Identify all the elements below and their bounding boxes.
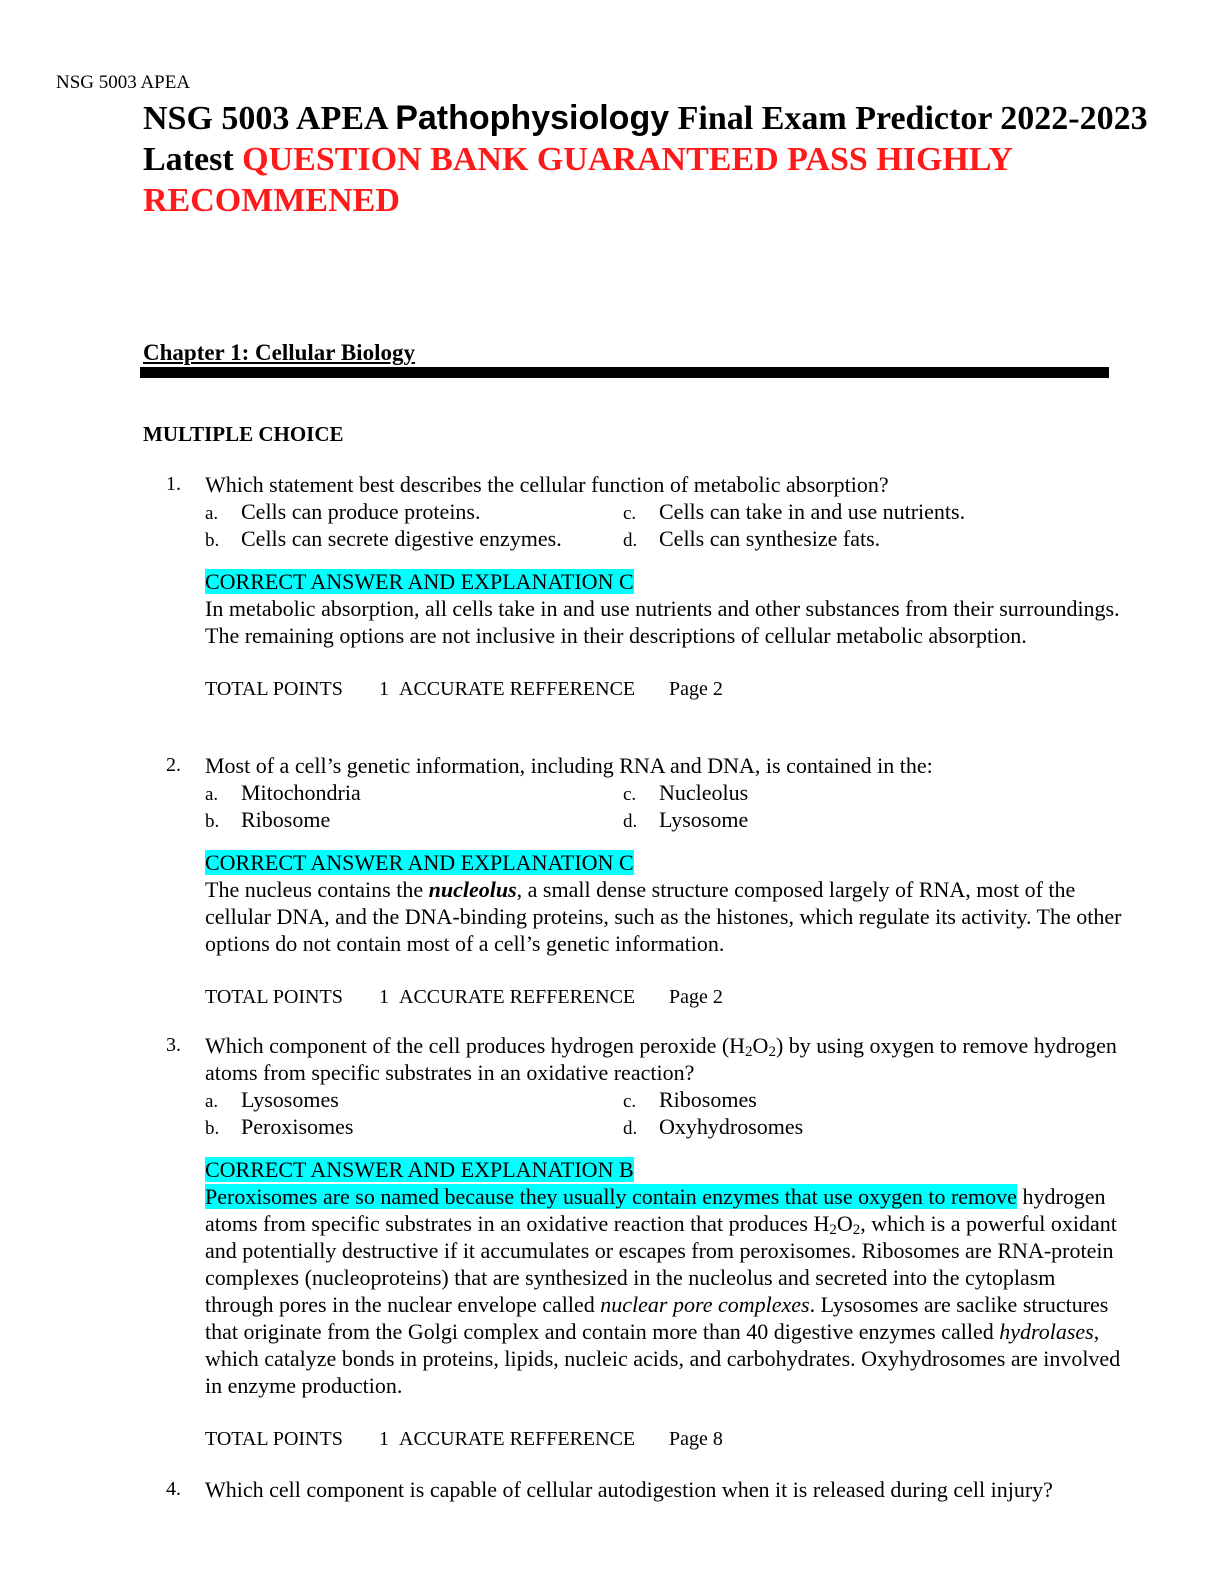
option-b: b.Cells can secrete digestive enzymes. <box>205 526 562 551</box>
title-part-4: QUESTION BANK GUARANTEED PASS HIGHLY REC… <box>143 141 1012 219</box>
running-header: NSG 5003 APEA <box>56 72 191 93</box>
question-2: 2. Most of a cell’s genetic information,… <box>166 752 1126 1011</box>
question-3: 3. Which component of the cell produces … <box>166 1032 1126 1453</box>
question-1: 1. Which statement best describes the ce… <box>166 471 1126 703</box>
question-number: 3. <box>166 1034 181 1056</box>
title-part-2: Pathophysiology <box>395 99 670 137</box>
question-stem: Which component of the cell produces hyd… <box>205 1033 1117 1085</box>
option-d: d.Oxyhydrosomes <box>623 1114 804 1139</box>
correct-answer-label: CORRECT ANSWER AND EXPLANATION C <box>205 850 634 875</box>
option-a: a.Mitochondria <box>205 780 361 805</box>
option-a: a.Cells can produce proteins. <box>205 499 481 524</box>
explanation: Peroxisomes are so named because they us… <box>205 1184 1121 1398</box>
question-4: 4. Which cell component is capable of ce… <box>166 1476 1126 1503</box>
chapter-rule <box>140 367 1109 378</box>
option-d: d.Lysosome <box>623 807 749 832</box>
options: a.Cells can produce proteins. b.Cells ca… <box>205 498 1126 552</box>
options: a.Lysosomes b.Peroxisomes c.Ribosomes d.… <box>205 1086 1126 1140</box>
correct-answer-label: CORRECT ANSWER AND EXPLANATION C <box>205 569 634 594</box>
answer-block: CORRECT ANSWER AND EXPLANATION B Peroxis… <box>205 1156 1126 1399</box>
option-d: d.Cells can synthesize fats. <box>623 526 881 551</box>
chapter-heading: Chapter 1: Cellular Biology <box>143 340 415 365</box>
answer-block: CORRECT ANSWER AND EXPLANATION C The nuc… <box>205 849 1126 957</box>
question-number: 4. <box>166 1478 181 1500</box>
document-title: NSG 5003 APEA Pathophysiology Final Exam… <box>143 98 1153 221</box>
options: a.Mitochondria b.Ribosome c.Nucleolus d.… <box>205 779 1126 833</box>
correct-answer-label: CORRECT ANSWER AND EXPLANATION B <box>205 1157 634 1182</box>
option-c: c.Ribosomes <box>623 1087 757 1112</box>
question-number: 1. <box>166 473 181 495</box>
title-part-3: Final Exam Predictor 2022-2023 Latest <box>143 100 1148 178</box>
question-stem: Most of a cell’s genetic information, in… <box>205 753 933 778</box>
explanation: The nucleus contains the nucleolus, a sm… <box>205 877 1122 956</box>
question-number: 2. <box>166 754 181 776</box>
option-c: c.Cells can take in and use nutrients. <box>623 499 966 524</box>
option-a: a.Lysosomes <box>205 1087 339 1112</box>
question-stem: Which statement best describes the cellu… <box>205 472 889 497</box>
section-heading: MULTIPLE CHOICE <box>143 422 344 446</box>
title-part-1: NSG 5003 APEA <box>143 100 396 137</box>
option-b: b.Peroxisomes <box>205 1114 354 1139</box>
option-c: c.Nucleolus <box>623 780 749 805</box>
question-stem: Which cell component is capable of cellu… <box>205 1477 1053 1502</box>
option-b: b.Ribosome <box>205 807 331 832</box>
answer-block: CORRECT ANSWER AND EXPLANATION C In meta… <box>205 568 1126 649</box>
explanation: In metabolic absorption, all cells take … <box>205 596 1120 648</box>
